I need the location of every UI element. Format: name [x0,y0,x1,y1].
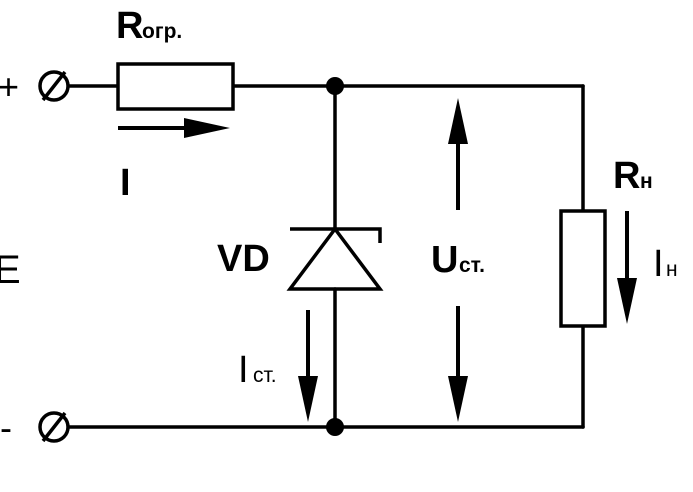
label-i-load-subscript: н [666,258,678,281]
arrow-current-in [617,211,637,324]
resistor-load [559,209,607,328]
arrow-voltage-ust-up [448,98,468,210]
arrow-current-ist [298,310,318,422]
arrow-voltage-ust-down [448,306,468,422]
label-vd: VD [217,238,270,280]
zener-diode-symbol [286,226,384,291]
label-i-load: I [653,243,664,285]
label-current-i: I [120,162,131,204]
label-r-limit-subscript: огр. [142,20,182,43]
label-source-e: E [0,248,21,292]
resistor-limit [116,62,235,111]
label-u-st-subscript: ст. [459,254,485,277]
terminal-plus [38,70,70,102]
label-r-load: R [613,155,640,197]
label-i-st: I [238,349,249,391]
label-r-limit: R [116,5,143,47]
junction-top [326,77,344,95]
label-u-st: U [431,239,458,281]
label-plus: + [0,66,19,107]
junction-bottom [326,418,344,436]
label-i-st-subscript: ст. [253,364,277,387]
label-minus: - [0,407,12,448]
terminal-minus [38,411,70,443]
label-r-load-subscript: н [640,170,653,193]
arrow-current-i [118,118,230,138]
wires [67,84,585,429]
